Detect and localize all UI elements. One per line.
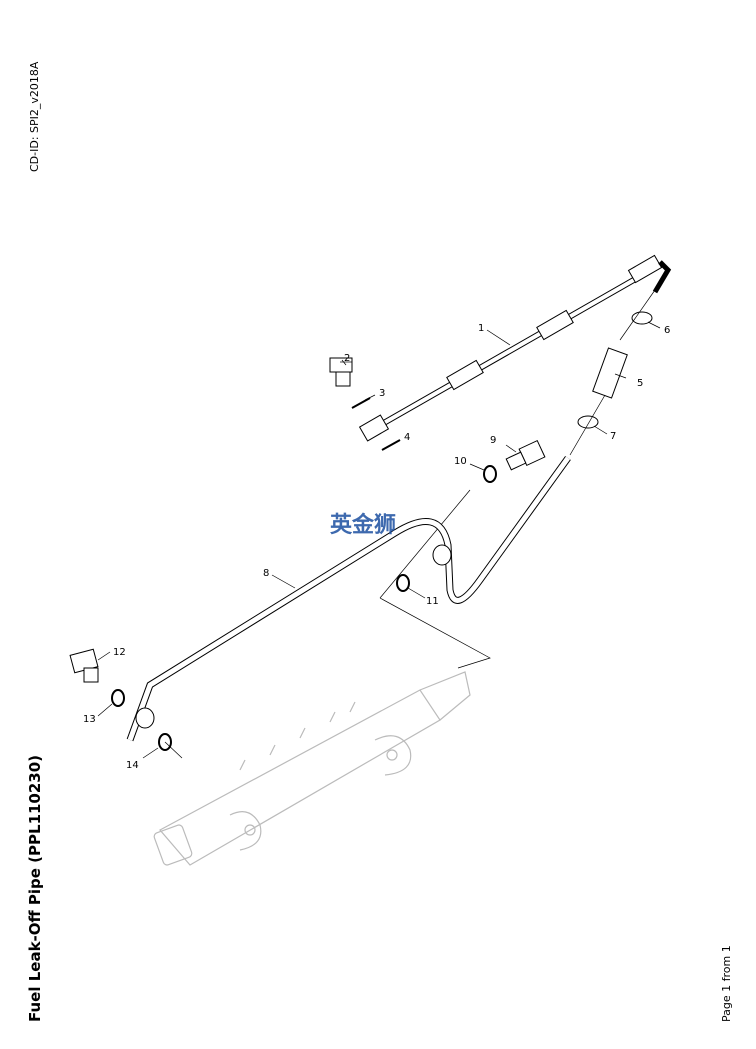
watermark: 英金狮 <box>330 512 396 538</box>
callouts: 1 2 3 4 5 6 7 8 9 10 11 12 13 14 <box>83 323 670 771</box>
callout-9: 9 <box>490 435 496 446</box>
callout-10: 10 <box>454 456 467 467</box>
callout-1: 1 <box>478 323 484 334</box>
callout-4: 4 <box>404 432 410 443</box>
leak-off-pipe-1 <box>358 254 672 442</box>
clamp-6 <box>631 311 653 325</box>
clamp-7 <box>577 415 599 429</box>
hose-5 <box>592 347 628 399</box>
banjo-bolt-2 <box>329 357 353 387</box>
callout-11: 11 <box>426 596 439 607</box>
leak-off-pipe-8 <box>126 455 571 742</box>
callout-8: 8 <box>263 568 269 579</box>
callout-3: 3 <box>379 388 385 399</box>
callout-7: 7 <box>610 431 616 442</box>
banjo-bolt-12 <box>69 648 99 683</box>
callout-13: 13 <box>83 714 96 725</box>
callout-5: 5 <box>637 378 643 389</box>
fuel-rail <box>153 671 471 866</box>
callout-6: 6 <box>664 325 670 336</box>
callout-2: 2 <box>344 353 350 364</box>
callout-12: 12 <box>113 647 126 658</box>
callout-14: 14 <box>126 760 139 771</box>
banjo-bolt-9 <box>505 439 546 471</box>
